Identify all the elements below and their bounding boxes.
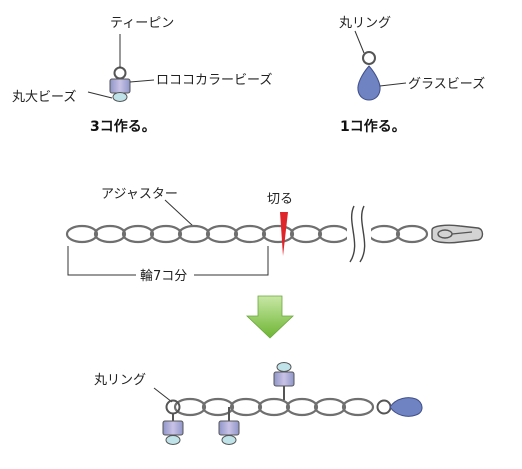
upright-component	[273, 362, 295, 400]
break-mark-right	[359, 205, 366, 263]
tpin-bead-component	[109, 66, 131, 102]
glass-bead-icon	[389, 397, 423, 417]
clasp-icon	[431, 224, 484, 244]
bracket-label: 輪7コ分	[140, 268, 187, 284]
chain-link	[149, 224, 183, 244]
rococo-bead-icon	[273, 371, 295, 387]
jump-ring-icon	[165, 399, 181, 415]
chain-link	[261, 224, 295, 244]
jump-ring-icon	[362, 51, 376, 65]
cut-label: 切る	[267, 192, 293, 207]
dangle-component	[162, 413, 184, 445]
chain-link	[65, 224, 99, 244]
glass-leader-line	[379, 82, 407, 87]
chain-link	[395, 224, 429, 244]
bottom-ring-leader-line	[153, 387, 173, 403]
tpin-label: ティーピン	[110, 16, 174, 31]
chain-leader-line	[164, 199, 194, 227]
round-bead-leader-line	[87, 91, 113, 99]
adjuster-chain	[65, 224, 429, 244]
top-left-caption: 3コ作る。	[90, 118, 156, 135]
chain-link	[285, 397, 319, 417]
chain-link	[177, 224, 211, 244]
chain-link	[367, 224, 401, 244]
bottom-ring-label: 丸リング	[94, 373, 146, 388]
chain-link	[121, 224, 155, 244]
chain-link	[229, 397, 263, 417]
rococo-leader-line	[129, 79, 155, 83]
glass-label: グラスビーズ	[408, 76, 485, 92]
ring-label: 丸リング	[339, 16, 391, 31]
chain-link	[257, 397, 291, 417]
round-bead-label: 丸大ビーズ	[12, 89, 76, 105]
chain-link	[317, 224, 351, 244]
chain-link	[173, 397, 207, 417]
ring-glass-component	[357, 51, 381, 101]
dangle-component	[218, 407, 240, 445]
round-bead-icon	[112, 92, 128, 102]
ring-leader-line	[354, 30, 365, 54]
round-bead-icon	[276, 362, 292, 372]
chain-link	[341, 397, 375, 417]
glass-bead-icon	[357, 65, 381, 101]
chain-link	[93, 224, 127, 244]
round-bead-icon	[221, 435, 237, 445]
break-mark-left	[349, 205, 356, 263]
jump-ring-icon	[376, 399, 392, 415]
tpin-loop-icon	[113, 66, 127, 80]
cut-marker-icon	[280, 212, 288, 256]
chain-label: アジャスター	[101, 187, 178, 202]
rococo-bead-icon	[162, 420, 184, 436]
chain-break-gap	[347, 212, 371, 258]
finished-chain	[173, 397, 375, 417]
chain-link	[289, 224, 323, 244]
top-right-caption: 1コ作る。	[340, 118, 406, 135]
chain-link	[201, 397, 235, 417]
rococo-bead-icon	[109, 78, 131, 94]
down-arrow-icon	[246, 295, 294, 339]
chain-link	[205, 224, 239, 244]
rococo-bead-icon	[218, 420, 240, 436]
chain-link	[313, 397, 347, 417]
chain-link	[233, 224, 267, 244]
bracket-label-bg	[136, 266, 194, 284]
round-bead-icon	[165, 435, 181, 445]
rococo-label: ロココカラービーズ	[156, 72, 272, 88]
